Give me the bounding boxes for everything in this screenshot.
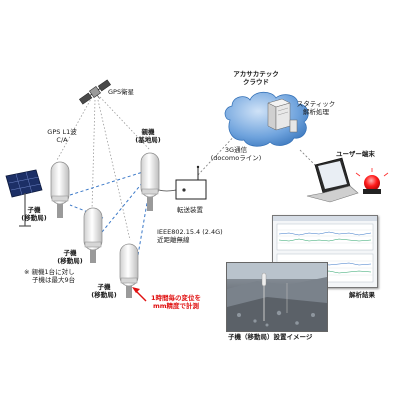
gps-satellite-label: GPS衛星 — [108, 88, 135, 96]
wireless-label: IEEE802.15.4 (2.4G) 近距離無線 — [157, 228, 223, 244]
comm-label: 3G通信 (docomoライン) — [208, 146, 264, 162]
static-line2: 解析処理 — [303, 108, 329, 116]
mobile-station-icon-2 — [83, 207, 103, 263]
mobile-station-1-line2: (移動局) — [21, 214, 47, 222]
mobile-station-icon-1 — [50, 161, 70, 218]
installation-photo — [226, 262, 328, 332]
installation-photo-graphic — [227, 263, 327, 331]
wireless-links — [69, 171, 148, 256]
base-station-line1: 親機 — [141, 128, 155, 136]
measurement-arrow-icon — [132, 287, 147, 302]
note-line2: 子機は最大9台 — [32, 276, 76, 284]
mobile-station-2-line1: 子機 — [63, 249, 77, 257]
base-to-transfer-cable — [158, 189, 177, 192]
laptop-icon — [306, 157, 359, 203]
base-station-line2: (基地局) — [135, 136, 161, 144]
mobile-station-icon-3 — [119, 243, 139, 298]
user-terminal-label: ユーザー端末 — [336, 150, 375, 158]
gps-signal-label: GPS L1波 C/A — [42, 128, 82, 144]
gps-l1-text: GPS L1波 — [47, 128, 77, 136]
installation-caption: 子機（移動局）設置イメージ — [228, 333, 313, 341]
wireless-line1: IEEE802.15.4 (2.4G) — [157, 228, 223, 236]
mobile-station-label-1: 子機 (移動局) — [16, 206, 52, 222]
measurement-note: 1時間毎の変位を mm精度で計測 — [146, 294, 206, 310]
transfer-device-icon — [175, 165, 207, 200]
mobile-station-label-2: 子機 (移動局) — [52, 249, 88, 265]
gps-ca-text: C/A — [56, 136, 68, 144]
static-line1: スタティック — [296, 100, 336, 108]
server-icon — [267, 98, 298, 133]
note-line1: ※ 親機1台に対し — [24, 268, 75, 276]
base-station-icon — [140, 152, 160, 211]
solar-panel-icon — [5, 169, 43, 227]
transfer-device-label: 転送装置 — [177, 206, 203, 214]
warning-lamp-icon — [355, 168, 389, 194]
cloud-label: アカサカテック クラウド — [226, 70, 286, 86]
comm-line2: (docomoライン) — [210, 154, 262, 162]
mobile-station-3-line2: (移動局) — [91, 291, 117, 299]
gps-signal-lines — [56, 96, 151, 241]
measurement-line2: mm精度で計測 — [152, 302, 200, 310]
static-analysis-label: スタティック 解析処理 — [292, 100, 340, 116]
mobile-station-label-3: 子機 (移動局) — [86, 283, 122, 299]
gps-satellite-icon — [79, 79, 111, 105]
mobile-station-3-line1: 子機 — [97, 283, 111, 291]
analysis-result-label: 解析結果 — [349, 291, 375, 299]
cloud-line2: クラウド — [243, 78, 269, 86]
wireless-line2: 近距離無線 — [157, 236, 190, 244]
comm-line1: 3G通信 — [224, 146, 248, 154]
cloud-line1: アカサカテック — [233, 70, 279, 78]
mobile-station-1-line1: 子機 — [27, 206, 41, 214]
unit-count-note: ※ 親機1台に対し 子機は最大9台 — [24, 268, 75, 284]
measurement-line1: 1時間毎の変位を — [150, 294, 202, 302]
base-station-label: 親機 (基地局) — [128, 128, 168, 144]
mobile-station-2-line2: (移動局) — [57, 257, 83, 265]
